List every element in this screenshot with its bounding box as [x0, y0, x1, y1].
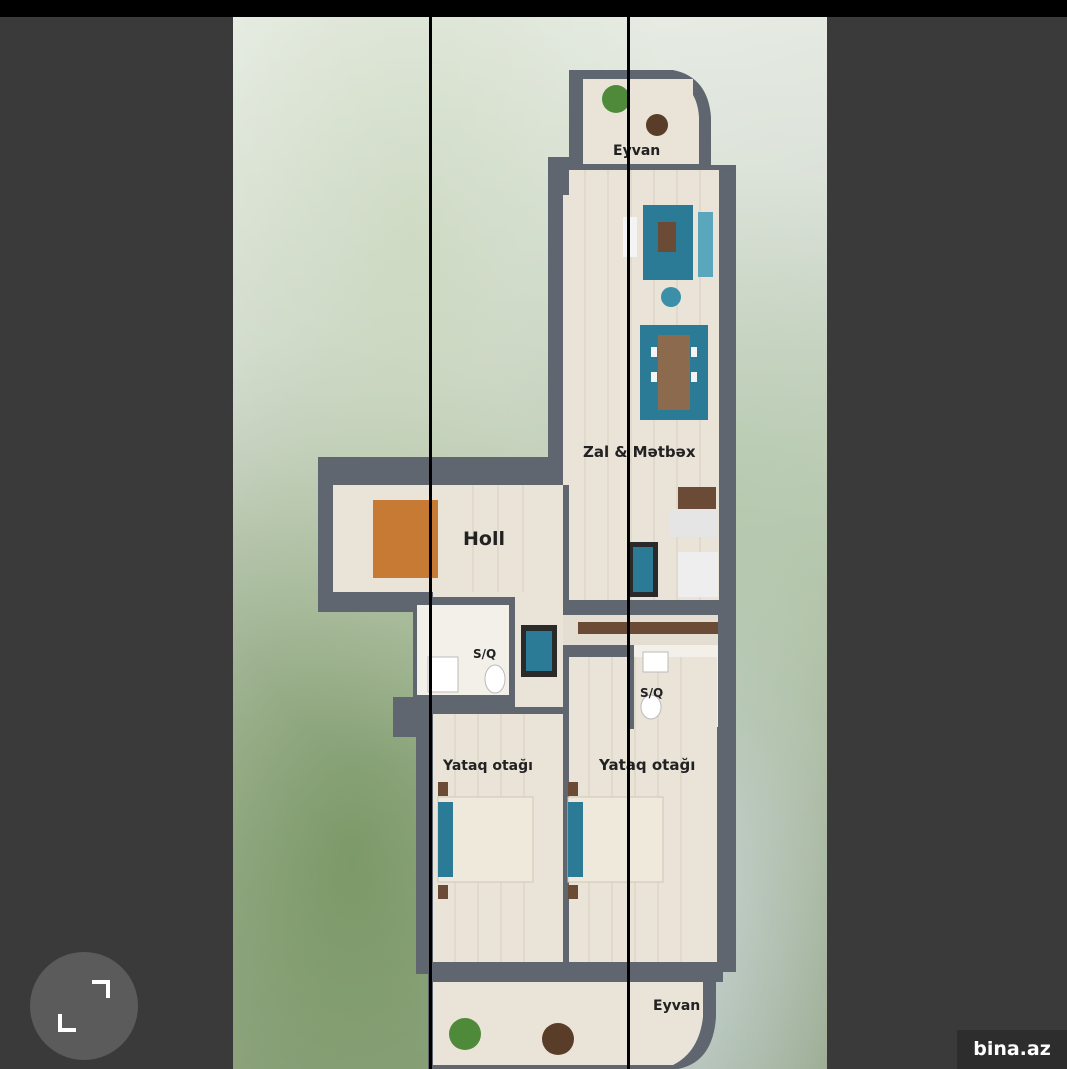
top-bar: [0, 0, 1067, 17]
bed-right: [567, 782, 664, 899]
room-label-living-kitchen: Zal & Mətbəx: [583, 443, 696, 461]
plant-bottom: [449, 1018, 481, 1050]
guide-line-right: [627, 17, 630, 1069]
expand-button[interactable]: [30, 952, 138, 1060]
expand-icon: [58, 980, 110, 1032]
room-label-bedroom-left: Yataq otağı: [442, 758, 533, 774]
room-label-bathroom-left: S/Q: [473, 647, 496, 661]
bed-left: [437, 782, 534, 899]
room-label-balcony-top: Eyvan: [613, 143, 660, 159]
living-furniture: [623, 205, 713, 420]
room-label-hall: Holl: [463, 528, 505, 550]
room-label-balcony-bottom: Eyvan: [653, 998, 700, 1014]
guide-line-left: [429, 17, 432, 1069]
hall-rug: [373, 500, 438, 578]
room-label-bedroom-right: Yataq otağı: [598, 756, 695, 774]
room-label-bathroom-right: S/Q: [640, 686, 663, 700]
kitchen-furniture: [578, 487, 718, 634]
floor-plan: Eyvan Zal & Mətbəx Holl S/Q S/Q Yataq ot…: [318, 70, 736, 1069]
balcony-table-top: [646, 114, 668, 136]
balcony-table-bottom: [542, 1023, 574, 1055]
watermark-badge: bina.az: [957, 1030, 1067, 1069]
plant-top: [602, 85, 630, 113]
image-viewer[interactable]: Eyvan Zal & Mətbəx Holl S/Q S/Q Yataq ot…: [233, 17, 827, 1069]
